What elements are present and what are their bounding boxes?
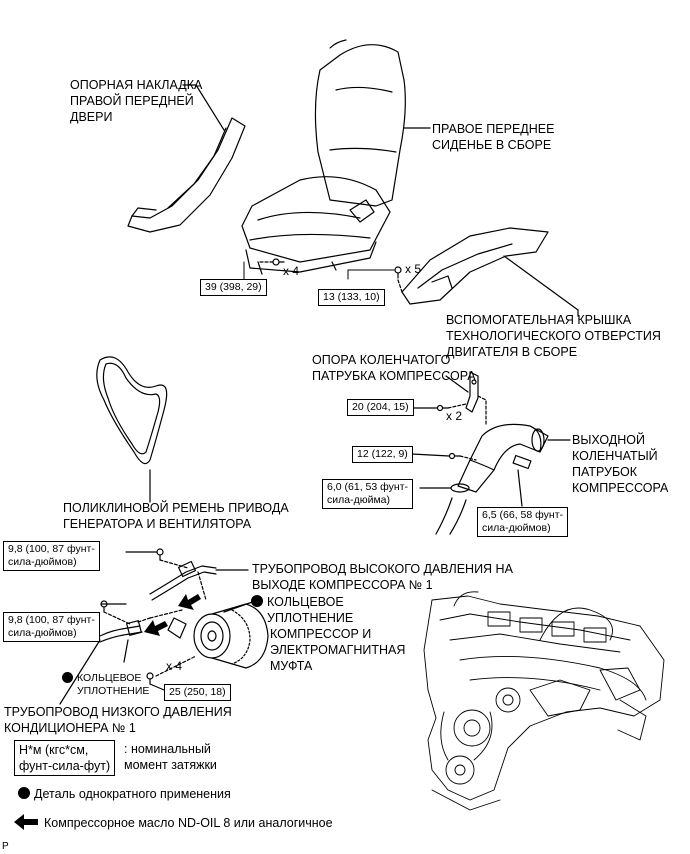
legend-oil: Компрессорное масло ND-OIL 8 или аналоги… [44,816,333,830]
bracket-label: ОПОРА КОЛЕНЧАТОГО ПАТРУБКА КОМПРЕССОРА [312,353,476,383]
lp-pipe-label: ТРУБОПРОВОД НИЗКОГО ДАВЛЕНИЯ КОНДИЦИОНЕР… [4,705,232,735]
door-scuff-plate-drawing [127,84,246,233]
torque-compressor-bolts: 25 (250, 18) [164,684,231,701]
single-use-dot-icon [62,672,73,683]
torque-cover-bolts: 13 (133, 10) [318,289,385,306]
clamp-left-drawing [419,483,470,493]
engine-drawing [423,591,665,811]
hp-pipe-drawing [125,548,249,601]
o-ring-1-label: КОЛЬЦЕВОЕ УПЛОТНЕНИЕ [251,594,353,626]
torque-clamp-left: 6,0 (61, 53 фунт- сила-дюйма) [322,479,413,509]
oil-arrow-2 [144,620,168,636]
service-cover-label: ВСПОМОГАТЕЛЬНАЯ КРЫШКА ТЕХНОЛОГИЧЕСКОГО … [446,313,661,359]
compressor-bolt-qty: x 4 [166,659,183,673]
legend-torque-desc: : номинальный момент затяжки [124,742,217,772]
door-scuff-label: ОПОРНАЯ НАКЛАДКА ПРАВОЙ ПЕРЕДНЕЙ ДВЕРИ [70,78,203,124]
lp-pipe-drawing [59,600,183,705]
outlet-pipe-drawing [457,423,571,493]
hp-pipe-label: ТРУБОПРОВОД ВЫСОКОГО ДАВЛЕНИЯ НА ВЫХОДЕ … [252,562,513,592]
belt-drawing [96,356,168,503]
belt-label: ПОЛИКЛИНОВОЙ РЕМЕНЬ ПРИВОДА ГЕНЕРАТОРА И… [63,501,289,531]
torque-pipe-bolt: 12 (122, 9) [352,446,413,463]
cover-bolt-qty: x 5 [405,262,422,276]
legend-single-use-text: Деталь однократного применения [34,787,231,801]
seat-bolt-qty: x 4 [283,264,300,278]
bracket-drawing [445,371,479,413]
torque-hp-bolt: 9,8 (100, 87 фунт- сила-дюймов) [3,541,100,571]
seat-bolt-symbol [259,258,285,266]
compressor-bolt-symbol [146,655,197,691]
compressor-label: КОМПРЕССОР И ЭЛЕКТРОМАГНИТНАЯ МУФТА [270,627,406,673]
legend-oil-arrow [14,814,38,830]
torque-lp-bolt: 9,8 (100, 87 фунт- сила-дюймов) [3,612,100,642]
clamp-right-drawing [512,454,532,507]
torque-seat-bolts: 39 (398, 29) [200,279,267,296]
cover-bolt-symbol [394,266,403,293]
compressor-drawing [167,599,269,669]
single-use-dot-icon [251,595,263,607]
o-ring-2-label: КОЛЬЦЕВОЕ УПЛОТНЕНИЕ [62,672,149,698]
corner-mark: P [2,841,9,852]
o-ring-2-text: КОЛЬЦЕВОЕ УПЛОТНЕНИЕ [77,672,150,697]
single-use-dot-icon [18,787,30,799]
seat-label: ПРАВОЕ ПЕРЕДНЕЕ СИДЕНЬЕ В СБОРЕ [432,122,555,152]
legend-single-use: Деталь однократного применения [18,786,231,802]
outlet-pipe-label: ВЫХОДНОЙ КОЛЕНЧАТЫЙ ПАТРУБОК КОМПРЕССОРА [572,433,669,495]
seat-drawing [241,39,431,275]
oil-arrow-1 [178,594,201,610]
torque-clamp-right: 6,5 (66, 58 фунт- сила-дюймов) [477,507,568,537]
service-cover-drawing [401,227,579,317]
o-ring-1-text: КОЛЬЦЕВОЕ УПЛОТНЕНИЕ [267,595,354,625]
torque-bracket-bolts: 20 (204, 15) [347,399,414,416]
legend-torque-unit-box: Н*м (кгс*см, фунт-сила-фут) [14,740,116,776]
bracket-bolt-qty: x 2 [446,409,463,423]
